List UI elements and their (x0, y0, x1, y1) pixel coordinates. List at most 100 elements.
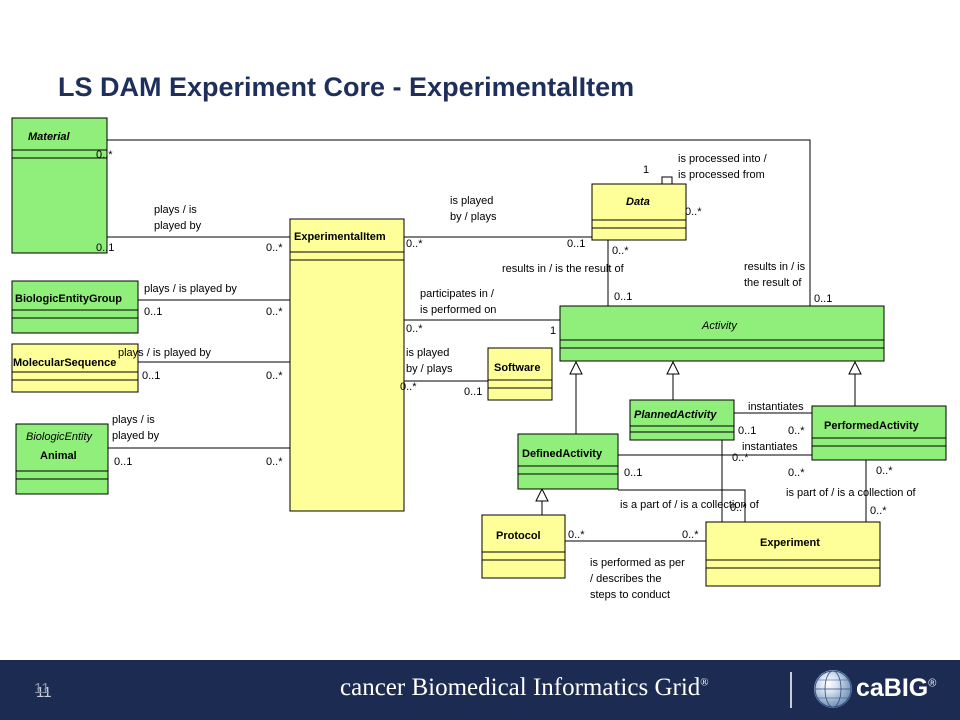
mult-data-ei: 0..1 (567, 238, 585, 250)
class-biologicentitygroup-name: BiologicEntityGroup (15, 293, 122, 305)
label-be-plays-2: played by (112, 430, 160, 442)
arrowhead-planned-activity (666, 360, 680, 375)
mult-material-activity: 0..* (96, 149, 113, 161)
mult-ei-sw: 0..* (400, 381, 417, 393)
slide-number-shadow: 11 (34, 680, 50, 697)
mult-pa-1: 0..1 (738, 425, 756, 437)
label-data-played-1: is played (450, 195, 493, 207)
mult-exp-left: 0..* (730, 502, 747, 514)
mult-protocol: 0..* (568, 529, 585, 541)
mult-exp-protocol: 0..* (682, 529, 699, 541)
class-animal-name: Animal (40, 450, 77, 462)
mult-be: 0..1 (114, 456, 132, 468)
mult-pfa-3: 0..* (788, 467, 805, 479)
arrowhead-protocol (535, 487, 549, 502)
mult-sw: 0..1 (464, 386, 482, 398)
mult-activity-data: 0..1 (614, 291, 632, 303)
mult-ei-data: 0..* (406, 238, 423, 250)
mult-activity-material: 0..1 (814, 293, 832, 305)
class-material: Material (11, 117, 108, 254)
footer-brand-registered: ® (700, 676, 709, 689)
label-results-in-right-1: results in / is (744, 261, 806, 273)
mult-ei-beg: 0..* (266, 306, 283, 318)
label-instantiates-1: instantiates (748, 401, 804, 413)
class-definedactivity: DefinedActivity (517, 433, 619, 490)
class-definedactivity-name: DefinedActivity (522, 448, 603, 460)
label-data-played-2: by / plays (450, 211, 497, 223)
mult-data-bottom: 0..* (612, 245, 629, 257)
class-biologicentity: BiologicEntity Animal (15, 423, 109, 495)
mult-da: 0..1 (624, 467, 642, 479)
mult-ei-be: 0..* (266, 456, 283, 468)
label-participates-2: is performed on (420, 304, 496, 316)
slide-number-text: 11 (36, 684, 52, 701)
globe-icon (814, 670, 852, 708)
class-experimentalitem-name: ExperimentalItem (294, 231, 386, 243)
class-experiment: Experiment (705, 521, 881, 587)
class-data-name: Data (626, 196, 650, 208)
footer-brand-text: cancer Biomedical Informatics Grid® (340, 674, 709, 702)
label-material-plays-2: played by (154, 220, 202, 232)
connectors (107, 139, 867, 542)
class-biologicentitygroup: BiologicEntityGroup (11, 280, 139, 334)
label-results-in-left: results in / is the result of (502, 263, 625, 275)
cabig-logo: caBIG® (856, 674, 936, 703)
mult-material: 0..1 (96, 242, 114, 254)
class-software: Software (487, 347, 553, 401)
footer-bar: 11 11 cancer Biomedical Informatics Grid… (0, 660, 960, 720)
mult-ei-material: 0..* (266, 242, 283, 254)
class-experiment-name: Experiment (760, 537, 820, 549)
mult-ei-ms: 0..* (266, 370, 283, 382)
class-performedactivity: PerformedActivity (811, 405, 947, 461)
mult-pfa-2: 0..* (732, 452, 749, 464)
class-material-name: Material (28, 131, 71, 143)
uml-class-diagram: Material ExperimentalItem BiologicEntity… (11, 117, 947, 601)
mult-activity-ei: 1 (550, 325, 556, 337)
globe-grid-icon (814, 670, 852, 708)
label-sw-played-1: is played (406, 347, 449, 359)
label-ms: plays / is played by (118, 347, 211, 359)
arrowhead-performed-activity (848, 360, 862, 375)
footer-brand-label: cancer Biomedical Informatics Grid (340, 674, 701, 701)
mult-ei-activity: 0..* (406, 323, 423, 335)
class-biologicentity-stereotype: BiologicEntity (26, 431, 94, 443)
association-labels: 0..* plays / is played by 0..1 0..* 0..*… (96, 149, 917, 601)
label-sw-played-2: by / plays (406, 363, 453, 375)
edge-material-activity (107, 139, 811, 306)
label-part-of-right: is part of / is a collection of (786, 487, 917, 499)
label-instantiates-2: instantiates (742, 441, 798, 453)
label-performed-2: / describes the (590, 573, 662, 585)
label-data-self-2: is processed from (678, 169, 765, 181)
class-protocol-name: Protocol (496, 530, 541, 542)
cabig-logo-text: caBIG (856, 674, 929, 702)
mult-ms: 0..1 (142, 370, 160, 382)
class-molecularsequence: MolecularSequence (11, 343, 139, 393)
class-plannedactivity: PlannedActivity (629, 399, 735, 441)
arrowhead-defined-activity (569, 360, 583, 375)
class-software-name: Software (494, 362, 540, 374)
label-part-of-left: is a part of / is a collection of (620, 499, 760, 511)
class-experimentalitem: ExperimentalItem (289, 218, 405, 512)
mult-beg: 0..1 (144, 306, 162, 318)
class-data: Data (591, 183, 687, 241)
label-performed-3: steps to conduct (590, 589, 670, 601)
mult-data-self-1: 1 (643, 164, 649, 176)
class-plannedactivity-name: PlannedActivity (634, 409, 717, 421)
class-activity: Activity (559, 305, 885, 362)
class-performedactivity-name: PerformedActivity (824, 420, 920, 432)
label-material-plays-1: plays / is (154, 204, 197, 216)
label-data-self-1: is processed into / (678, 153, 768, 165)
label-results-in-right-2: the result of (744, 277, 802, 289)
edge-defined-experiment (618, 489, 746, 522)
slide-title: LS DAM Experiment Core - ExperimentalIte… (58, 72, 635, 102)
cabig-logo-registered: ® (928, 677, 937, 690)
class-activity-name: Activity (701, 320, 738, 332)
label-performed-1: is performed as per (590, 557, 685, 569)
label-be-plays-1: plays / is (112, 414, 155, 426)
mult-pfa-right: 0..* (876, 465, 893, 477)
label-beg: plays / is played by (144, 283, 237, 295)
mult-pfa-1: 0..* (788, 425, 805, 437)
class-protocol: Protocol (481, 514, 566, 579)
footer-divider (790, 672, 792, 708)
mult-exp-right: 0..* (870, 505, 887, 517)
